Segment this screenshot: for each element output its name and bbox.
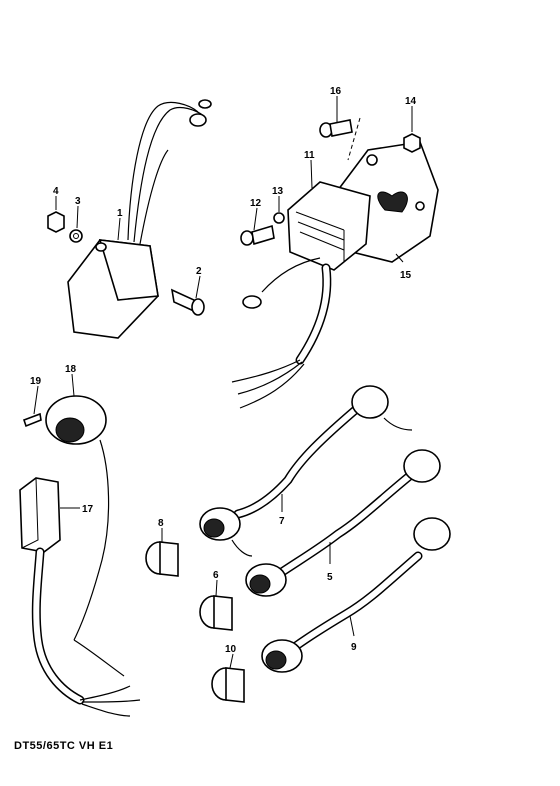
callout-11: 11 <box>304 150 315 161</box>
callout-4: 4 <box>53 186 59 197</box>
callout-13: 13 <box>272 186 284 197</box>
callout-9: 9 <box>351 642 357 653</box>
part-4-nut <box>47 211 65 233</box>
callout-10: 10 <box>225 644 237 655</box>
callout-18: 18 <box>65 364 77 375</box>
part-13-washer <box>273 212 285 224</box>
part-6-cap <box>199 595 233 631</box>
leader-lines <box>33 96 413 669</box>
callout-17: 17 <box>82 504 94 515</box>
part-19-screw <box>22 412 42 428</box>
harness-5 <box>245 449 441 597</box>
callout-19: 19 <box>30 376 42 387</box>
callout-8: 8 <box>158 518 164 529</box>
callout-6: 6 <box>213 570 219 581</box>
callout-7: 7 <box>279 516 285 527</box>
callout-1: 1 <box>117 208 123 219</box>
callout-16: 16 <box>330 86 342 97</box>
part-11-rectifier <box>231 181 371 409</box>
callout-15: 15 <box>400 270 412 281</box>
diagram-code: DT55/65TC VH E1 <box>14 740 114 752</box>
callout-14: 14 <box>405 96 417 107</box>
callout-5: 5 <box>327 572 333 583</box>
part-2-bolt <box>170 288 205 316</box>
part-17-module <box>19 477 141 717</box>
callout-2: 2 <box>196 266 202 277</box>
callout-12: 12 <box>250 198 262 209</box>
part-12-bolt <box>240 224 275 246</box>
part-16-bolt <box>319 119 353 138</box>
callout-3: 3 <box>75 196 81 207</box>
part-14-nut <box>403 133 421 153</box>
harness-9 <box>261 517 451 673</box>
harness-7 <box>199 385 413 557</box>
part-8-cap <box>145 541 179 577</box>
part-3-washer <box>69 229 83 243</box>
part-18-coil <box>45 395 110 641</box>
part-10-cap <box>211 667 245 703</box>
part-1-unit <box>67 99 212 339</box>
